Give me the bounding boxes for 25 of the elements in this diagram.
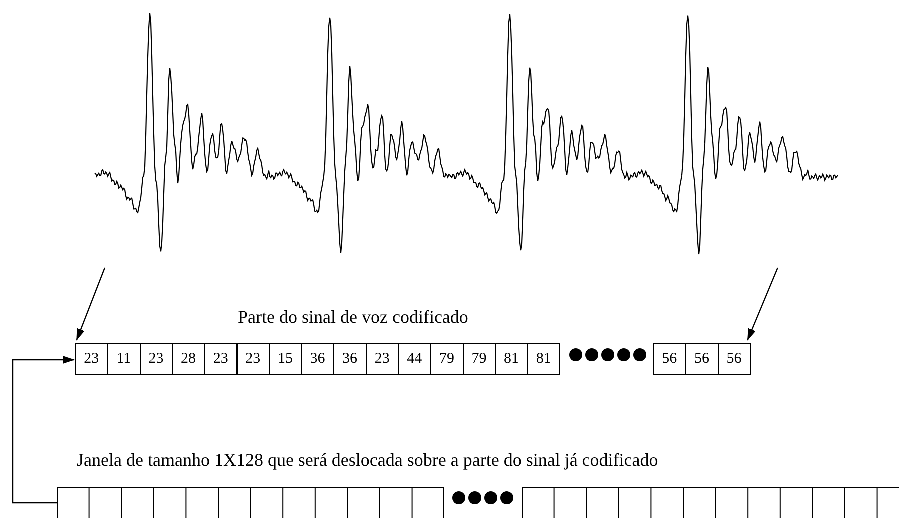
code-cell: 28 [172,343,206,375]
caption-text: Janela de tamanho 1X128 que será deslocada sobre a parte do sinal já codificado [77,451,658,469]
code-cell: 11 [107,343,141,375]
code-cell: 23 [140,343,173,375]
code-cell: 23 [366,343,399,375]
arrow [12,356,75,504]
arrow [76,268,106,341]
code-cell: 56 [653,343,686,375]
code-cell: 81 [494,343,528,375]
code-cell: 56 [718,343,751,375]
code-cell: 79 [430,343,464,375]
code-cell: 36 [301,343,334,375]
code-cell: 23 [75,343,108,375]
code-cell: 15 [268,343,302,375]
code-cell: 36 [333,343,367,375]
caption-text: Parte do sinal de voz codificado [238,308,468,326]
code-cell: 81 [527,343,560,375]
code-cell: 44 [398,343,432,375]
window-cell-row [522,487,899,518]
code-cell: 79 [462,343,496,375]
code-cell: 23 [236,343,270,375]
code-cell: 23 [204,343,238,375]
arrow [747,268,778,341]
window-cell-row [57,487,444,518]
code-cell: 56 [685,343,719,375]
